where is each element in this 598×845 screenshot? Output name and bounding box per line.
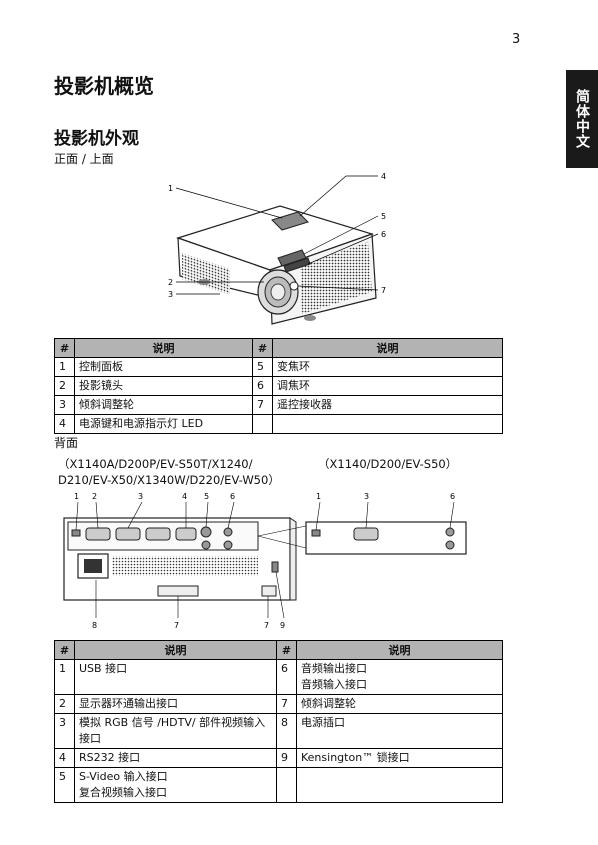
- inset-callout-1: 1: [316, 492, 321, 501]
- table-row: 4 RS232 接口 9 Kensington™ 锁接口: [54, 748, 503, 768]
- projector-rear-illustration: 1 2 3 4 5 6 8 7 7 9 1 3 6: [63, 492, 467, 630]
- callout-7: 7: [381, 286, 386, 295]
- table-header-row: # 说明 # 说明: [54, 338, 503, 358]
- inset-callout-3: 3: [364, 492, 369, 501]
- rear-callout-1: 1: [74, 492, 79, 501]
- rear-callout-8: 8: [92, 621, 97, 630]
- rear-callout-2: 2: [92, 492, 97, 501]
- table-row: 2 显示器环通输出接口 7 倾斜调整轮: [54, 694, 503, 714]
- inset-callout-6: 6: [450, 492, 455, 501]
- callout-3: 3: [168, 290, 173, 299]
- rear-callout-4: 4: [182, 492, 187, 501]
- rear-callout-9: 9: [280, 621, 285, 630]
- rear-callout-3: 3: [138, 492, 143, 501]
- page-number: 3: [512, 32, 521, 47]
- rear-callout-7b: 7: [264, 621, 269, 630]
- models-left: （X1140A/D200P/EV-S50T/X1240/ D210/EV-X50…: [58, 457, 280, 487]
- page-title: 投影机概览: [54, 74, 154, 98]
- table-row: 5 S-Video 输入接口复合视频输入接口: [54, 767, 503, 803]
- callout-1: 1: [168, 184, 173, 193]
- rear-parts-table: # 说明 # 说明 1 USB 接口 6 音频输出接口音频输入接口 2 显示器环…: [54, 640, 503, 803]
- callout-2: 2: [168, 278, 173, 287]
- rear-callout-5: 5: [204, 492, 209, 501]
- projector-front-illustration: 1 2 3 4 5 6 7: [168, 172, 386, 325]
- section-title: 投影机外观: [54, 129, 139, 149]
- rear-callout-6: 6: [230, 492, 235, 501]
- front-subtitle: 正面 / 上面: [54, 152, 114, 166]
- table-row: 1 USB 接口 6 音频输出接口音频输入接口: [54, 659, 503, 695]
- language-tab: 简体中文: [566, 70, 598, 168]
- table-header-row: # 说明 # 说明: [54, 640, 503, 660]
- models-right: （X1140/D200/EV-S50）: [318, 457, 458, 471]
- rear-callout-7a: 7: [174, 621, 179, 630]
- callout-5: 5: [381, 212, 386, 221]
- table-row: 3 模拟 RGB 信号 /HDTV/ 部件视频输入接口 8 电源插口: [54, 713, 503, 749]
- rear-subtitle: 背面: [54, 436, 79, 450]
- callout-6: 6: [381, 230, 386, 239]
- callout-4: 4: [381, 172, 386, 181]
